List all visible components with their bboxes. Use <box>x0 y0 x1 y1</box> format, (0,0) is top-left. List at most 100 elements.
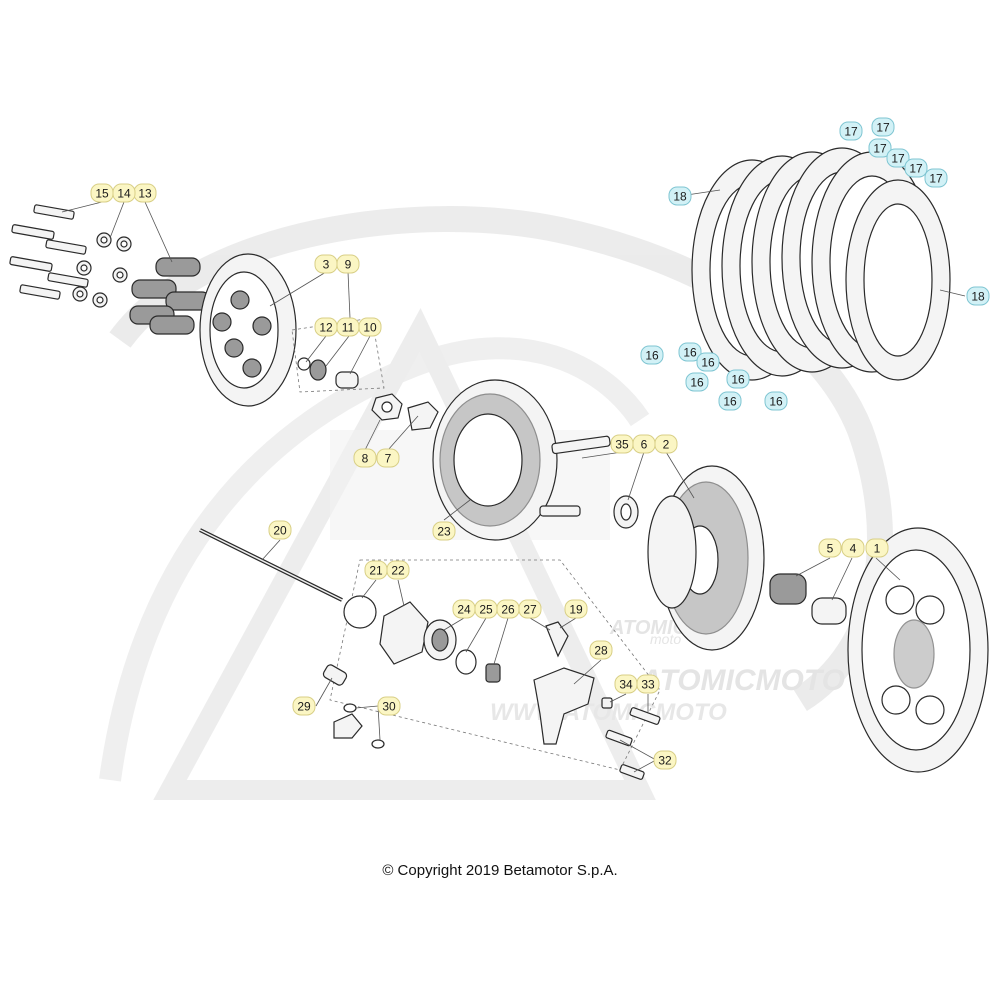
callout-badge <box>377 696 401 716</box>
release-assembly <box>322 559 661 771</box>
callout-badge <box>696 352 720 372</box>
callout-20: 20 <box>268 520 292 540</box>
callout-16: 16 <box>764 391 788 411</box>
callout-badge <box>818 538 842 558</box>
callout-label: 23 <box>437 525 451 539</box>
callout-17: 17 <box>886 148 910 168</box>
leader-lines <box>61 189 966 773</box>
callout-label: 32 <box>658 754 672 768</box>
callout-badge <box>865 538 889 558</box>
watermark-text-moto: moto <box>650 631 681 647</box>
callout-10: 10 <box>358 317 382 337</box>
callout-label: 16 <box>723 395 737 409</box>
callout-label: 16 <box>683 346 697 360</box>
callout-badge <box>610 434 634 454</box>
callout-label: 3 <box>323 258 330 272</box>
callout-30: 30 <box>377 696 401 716</box>
callout-badge <box>678 342 702 362</box>
watermark-text-atomic: ATOMIC <box>609 617 688 639</box>
callout-badge <box>314 317 338 337</box>
callout-label: 34 <box>619 678 633 692</box>
callout-label: 22 <box>391 564 405 578</box>
callout-12: 12 <box>314 317 338 337</box>
callout-label: 25 <box>479 603 493 617</box>
push-rod-20 <box>199 528 343 602</box>
callout-1: 1 <box>865 538 889 558</box>
callout-label: 17 <box>929 172 943 186</box>
callout-33: 33 <box>636 674 660 694</box>
callout-13: 13 <box>133 183 157 203</box>
callout-label: 6 <box>641 438 648 452</box>
callout-19: 19 <box>564 599 588 619</box>
callout-label: 7 <box>385 452 392 466</box>
callout-34: 34 <box>614 674 638 694</box>
callout-label: 14 <box>117 187 131 201</box>
callout-label: 26 <box>501 603 515 617</box>
callout-17: 17 <box>924 168 948 188</box>
copyright-text: © Copyright 2019 Betamotor S.p.A. <box>382 862 618 879</box>
callout-16: 16 <box>685 372 709 392</box>
callout-16: 16 <box>640 345 664 365</box>
pressure-plate-assembly <box>9 204 439 431</box>
watermark-arc <box>99 337 650 782</box>
callout-18: 18 <box>966 286 990 306</box>
bearing-set-9 <box>291 317 385 393</box>
callout-badge <box>386 560 410 580</box>
callout-badge <box>614 674 638 694</box>
callout-label: 15 <box>95 187 109 201</box>
callout-label: 8 <box>362 452 369 466</box>
callout-label: 16 <box>701 356 715 370</box>
callout-label: 9 <box>345 258 352 272</box>
callout-label: 35 <box>615 438 629 452</box>
callout-label: 11 <box>342 321 355 335</box>
needle-bearing-5 <box>769 573 807 605</box>
callout-badge <box>685 372 709 392</box>
callout-badge <box>764 391 788 411</box>
callout-badge <box>839 121 863 141</box>
callout-badge <box>640 345 664 365</box>
callout-24: 24 <box>452 599 476 619</box>
callout-label: 18 <box>971 290 985 304</box>
callout-badge <box>432 521 456 541</box>
callout-label: 16 <box>645 349 659 363</box>
callout-label: 2 <box>663 438 670 452</box>
callout-label: 17 <box>909 162 923 176</box>
callout-label: 29 <box>297 700 311 714</box>
callout-22: 22 <box>386 560 410 580</box>
callout-17: 17 <box>839 121 863 141</box>
clutch-disc-stack <box>691 147 951 381</box>
callout-14: 14 <box>112 183 136 203</box>
clutch-basket-2 <box>647 465 765 651</box>
thrust-washer-6 <box>613 495 639 529</box>
callout-badge <box>668 186 692 206</box>
callout-label: 28 <box>594 644 608 658</box>
callout-badge <box>841 538 865 558</box>
clutch-inner-hub-23 <box>432 379 611 541</box>
callout-label: 17 <box>873 142 887 156</box>
callout-16: 16 <box>718 391 742 411</box>
callout-17: 17 <box>871 117 895 137</box>
callout-badge <box>653 750 677 770</box>
callout-badge <box>336 254 360 274</box>
callout-label: 19 <box>569 603 583 617</box>
callout-16: 16 <box>678 342 702 362</box>
callout-badge <box>292 696 316 716</box>
washers-14 <box>72 232 132 308</box>
callout-21: 21 <box>364 560 388 580</box>
callout-16: 16 <box>726 369 750 389</box>
callout-15: 15 <box>90 183 114 203</box>
callout-label: 16 <box>769 395 783 409</box>
callout-badge <box>268 520 292 540</box>
callout-18: 18 <box>668 186 692 206</box>
bolt-group-15 <box>9 204 89 300</box>
callout-27: 27 <box>518 599 542 619</box>
callout-badge <box>966 286 990 306</box>
callout-badge <box>871 117 895 137</box>
callout-label: 33 <box>641 678 655 692</box>
callout-label: 21 <box>369 564 383 578</box>
callout-badge <box>886 148 910 168</box>
callout-25: 25 <box>474 599 498 619</box>
primary-gear-1 <box>847 527 989 773</box>
callout-label: 10 <box>363 321 377 335</box>
